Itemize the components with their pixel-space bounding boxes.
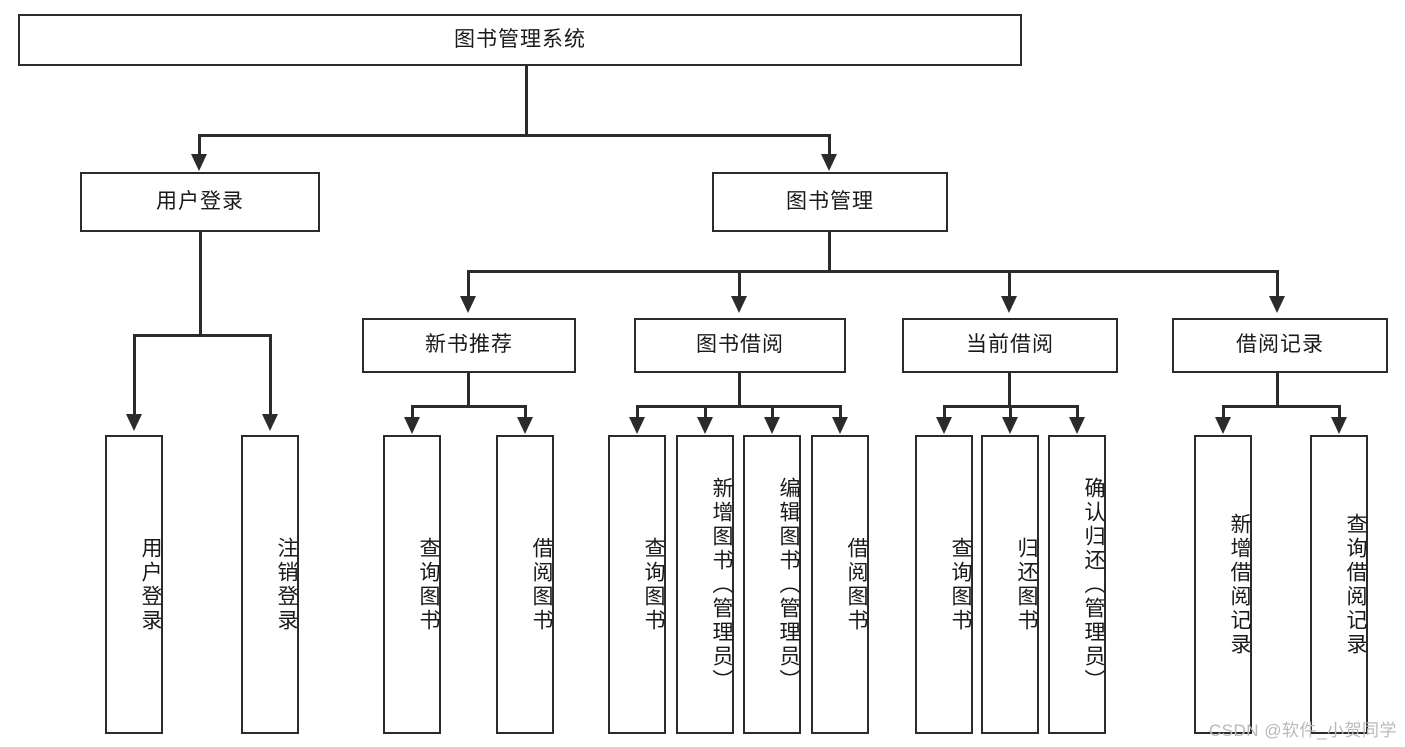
node-label: 查询图书 (642, 536, 665, 633)
connector-borrow-record-to-leaf-1 (1222, 405, 1225, 419)
connector-new-book-bus (411, 405, 527, 408)
connector-book-borrow-to-leaf-3 (771, 405, 774, 419)
node-label: 注销登录 (275, 536, 298, 633)
node-label: 图书管理 (786, 189, 874, 213)
connector-book-borrow-to-leaf-1 (636, 405, 639, 419)
leaf-new-book-1[interactable]: 查询图书 (383, 435, 441, 734)
leaf-current-borrow-3[interactable]: 确认归还（管理员） (1048, 435, 1106, 734)
arrowhead-root-to-book-management (821, 154, 837, 171)
node-borrow-record[interactable]: 借阅记录 (1172, 318, 1388, 373)
connector-root-to-user-login (198, 134, 201, 156)
arrowhead-new-book-leaf-1 (404, 417, 420, 434)
node-label: 确认归还（管理员） (1082, 476, 1105, 693)
arrowhead-user-login-leaf-2 (262, 414, 278, 431)
node-label: 借阅图书 (845, 536, 868, 633)
connector-borrow-record-bus (1222, 405, 1341, 408)
node-label: 当前借阅 (966, 333, 1054, 357)
arrowhead-root-to-user-login (191, 154, 207, 171)
arrowhead-book-borrow-leaf-2 (697, 417, 713, 434)
connector-book-management-stem (828, 232, 831, 272)
connector-root-to-book-management (828, 134, 831, 156)
leaf-borrow-record-2[interactable]: 查询借阅记录 (1310, 435, 1368, 734)
node-label: 编辑图书（管理员） (777, 476, 800, 693)
leaf-user-login-2[interactable]: 注销登录 (241, 435, 299, 734)
connector-book-borrow-stem (738, 373, 741, 407)
connector-current-borrow-to-leaf-1 (943, 405, 946, 419)
node-label: 图书管理系统 (454, 27, 586, 51)
arrowhead-borrow-record-leaf-2 (1331, 417, 1347, 434)
arrowhead-bm-new-book (460, 296, 476, 313)
connector-user-login-to-leaf-1 (133, 334, 136, 416)
connector-bm-to-book-borrow (738, 270, 741, 298)
node-new-book-recommend[interactable]: 新书推荐 (362, 318, 576, 373)
leaf-book-borrow-4[interactable]: 借阅图书 (811, 435, 869, 734)
node-label: 新增借阅记录 (1228, 512, 1251, 657)
connector-book-borrow-bus (636, 405, 841, 408)
leaf-current-borrow-2[interactable]: 归还图书 (981, 435, 1039, 734)
arrowhead-book-borrow-leaf-1 (629, 417, 645, 434)
connector-current-borrow-to-leaf-2 (1009, 405, 1012, 419)
node-user-login[interactable]: 用户登录 (80, 172, 320, 232)
connector-new-book-to-leaf-1 (411, 405, 414, 419)
leaf-book-borrow-3[interactable]: 编辑图书（管理员） (743, 435, 801, 734)
connector-borrow-record-stem (1276, 373, 1279, 407)
node-label: 新增图书（管理员） (710, 476, 733, 693)
node-book-borrow[interactable]: 图书借阅 (634, 318, 846, 373)
connector-root-stem (525, 66, 528, 136)
leaf-user-login-1[interactable]: 用户登录 (105, 435, 163, 734)
connector-new-book-stem (467, 373, 470, 407)
arrowhead-bm-current-borrow (1001, 296, 1017, 313)
connector-book-borrow-to-leaf-4 (839, 405, 842, 419)
connector-user-login-bus (133, 334, 272, 337)
arrowhead-current-borrow-leaf-1 (936, 417, 952, 434)
arrowhead-borrow-record-leaf-1 (1215, 417, 1231, 434)
leaf-book-borrow-1[interactable]: 查询图书 (608, 435, 666, 734)
node-book-management[interactable]: 图书管理 (712, 172, 948, 232)
connector-bm-to-current-borrow (1008, 270, 1011, 298)
arrowhead-user-login-leaf-1 (126, 414, 142, 431)
connector-bm-to-new-book (467, 270, 470, 298)
node-label: 用户登录 (156, 189, 244, 213)
connector-book-management-bus (467, 270, 1279, 273)
node-label: 归还图书 (1015, 536, 1038, 633)
node-label: 用户登录 (139, 536, 162, 633)
leaf-book-borrow-2[interactable]: 新增图书（管理员） (676, 435, 734, 734)
leaf-borrow-record-1[interactable]: 新增借阅记录 (1194, 435, 1252, 734)
connector-book-borrow-to-leaf-2 (704, 405, 707, 419)
arrowhead-current-borrow-leaf-3 (1069, 417, 1085, 434)
node-label: 图书借阅 (696, 333, 784, 357)
arrowhead-bm-borrow-record (1269, 296, 1285, 313)
connector-current-borrow-stem (1008, 373, 1011, 407)
node-label: 查询图书 (949, 536, 972, 633)
connector-root-bus (198, 134, 830, 137)
connector-bm-to-borrow-record (1276, 270, 1279, 298)
arrowhead-new-book-leaf-2 (517, 417, 533, 434)
arrowhead-current-borrow-leaf-2 (1002, 417, 1018, 434)
arrowhead-book-borrow-leaf-4 (832, 417, 848, 434)
connector-user-login-stem (199, 232, 202, 336)
connector-new-book-to-leaf-2 (524, 405, 527, 419)
arrowhead-book-borrow-leaf-3 (764, 417, 780, 434)
node-label: 查询借阅记录 (1344, 512, 1367, 657)
node-label: 新书推荐 (425, 333, 513, 357)
leaf-current-borrow-1[interactable]: 查询图书 (915, 435, 973, 734)
node-current-borrow[interactable]: 当前借阅 (902, 318, 1118, 373)
connector-user-login-to-leaf-2 (269, 334, 272, 416)
arrowhead-bm-book-borrow (731, 296, 747, 313)
node-label: 借阅记录 (1236, 333, 1324, 357)
node-label: 查询图书 (417, 536, 440, 633)
node-label: 借阅图书 (530, 536, 553, 633)
connector-current-borrow-to-leaf-3 (1076, 405, 1079, 419)
node-root-book-management-system[interactable]: 图书管理系统 (18, 14, 1022, 66)
connector-borrow-record-to-leaf-2 (1338, 405, 1341, 419)
leaf-new-book-2[interactable]: 借阅图书 (496, 435, 554, 734)
